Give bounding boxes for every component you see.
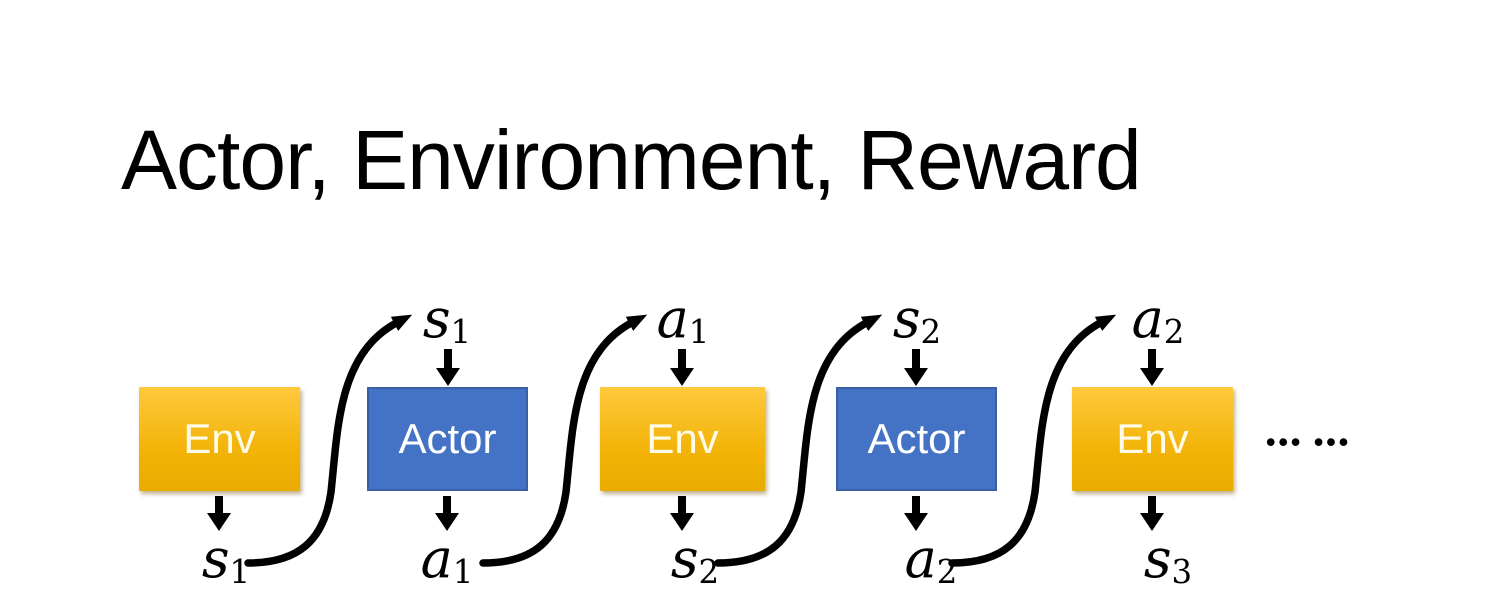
env-box-2: Env [600,387,765,491]
bottom-label-s1-base: s [201,527,230,590]
top-label-s2: s2 [893,292,941,349]
bottom-label-a2-sub: 2 [936,552,958,591]
top-label-a2-base: a [1131,287,1164,350]
bottom-label-s3-base: s [1143,527,1172,590]
bottom-label-a1-sub: 1 [452,552,474,591]
bottom-label-s1: s1 [202,532,250,589]
env-box-1: Env [139,387,300,491]
actor-box-1-label: Actor [398,415,497,462]
top-label-s1-sub: 1 [450,312,472,351]
top-label-a1-sub: 1 [688,312,710,351]
actor-box-2-label: Actor [867,415,966,462]
bottom-label-a2-base: a [904,527,937,590]
env-box-1-label: Env [183,415,256,462]
slide-title: Actor, Environment, Reward [121,113,1142,207]
bottom-label-s3-sub: 3 [1171,552,1193,591]
top-label-a1-base: a [656,287,689,350]
env-box-3: Env [1072,387,1233,491]
env-box-3-label: Env [1116,415,1189,462]
bottom-label-s1-sub: 1 [229,552,251,591]
actor-box-2: Actor [836,387,997,491]
bottom-label-s2-base: s [670,527,699,590]
bottom-label-a1-base: a [420,527,453,590]
down-arrow-into-env-2 [670,349,694,386]
top-label-a1: a1 [657,292,710,349]
env-box-2-label: Env [646,415,719,462]
down-arrow-out-env-1 [207,496,231,531]
top-label-s1-base: s [422,287,451,350]
down-arrow-out-env-2 [670,496,694,531]
down-arrow-out-env-3 [1140,496,1164,531]
top-label-s2-sub: 2 [920,312,942,351]
actor-box-1: Actor [367,387,528,491]
down-arrow-out-actor-1 [435,496,459,531]
down-arrow-into-actor-1 [436,349,460,386]
top-label-a2-sub: 2 [1163,312,1185,351]
down-arrow-out-actor-2 [904,496,928,531]
top-label-s1: s1 [423,292,471,349]
bottom-label-s2-sub: 2 [698,552,720,591]
bottom-label-a2: a2 [905,532,958,589]
bottom-label-s2: s2 [671,532,719,589]
down-arrow-into-env-3 [1140,349,1164,386]
top-label-s2-base: s [892,287,921,350]
bottom-label-s3: s3 [1144,532,1192,589]
continuation-ellipsis: ••• ••• [1266,427,1352,457]
bottom-label-a1: a1 [421,532,474,589]
down-arrow-into-actor-2 [904,349,928,386]
top-label-a2: a2 [1132,292,1185,349]
